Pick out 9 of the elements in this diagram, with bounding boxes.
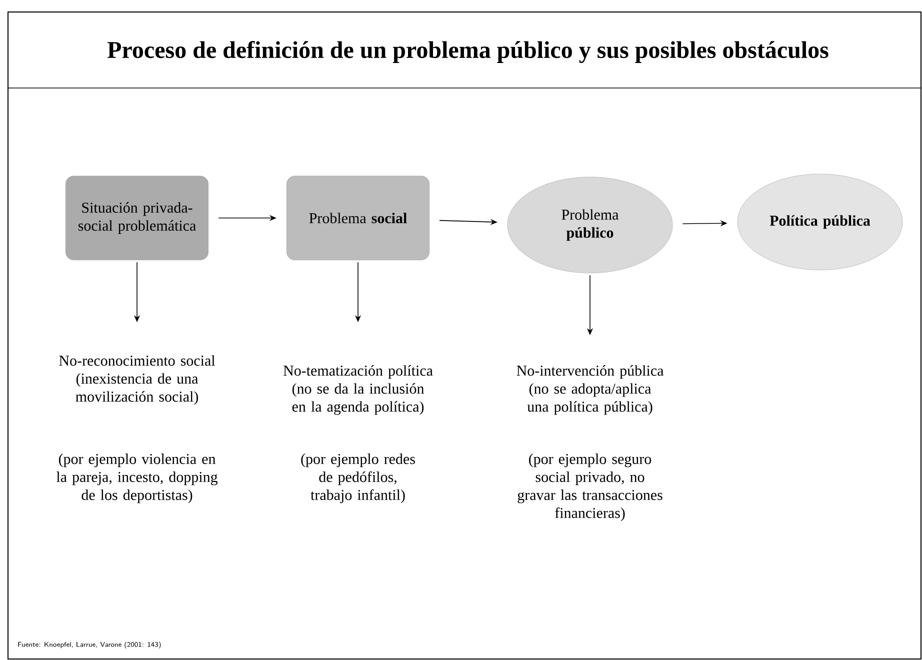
process-box: Situación privada-social problemática: [65, 176, 209, 260]
obstacle-text: No-tematización política (no se da la inclusión en la agenda política): [283, 365, 433, 415]
title: Proceso de definición de un problema público y sus posibles obstáculos: [107, 40, 828, 64]
example-text: (por ejemplo violencia en la pareja, incesto, dopping de los deportistas): [56, 454, 218, 504]
obstacle-text: No-intervención pública (no se adopta/aplica una política pública): [516, 365, 664, 415]
process-box: Problema social: [286, 176, 430, 260]
obstacle-text: No-reconocimiento social (inexistencia de una movilización social): [59, 355, 216, 405]
example-text: (por ejemplo redes de pedófilos, trabajo infantil): [301, 454, 415, 504]
example-text: (por ejemplo seguro social privado, no gravar las transacciones financieras): [518, 454, 662, 522]
